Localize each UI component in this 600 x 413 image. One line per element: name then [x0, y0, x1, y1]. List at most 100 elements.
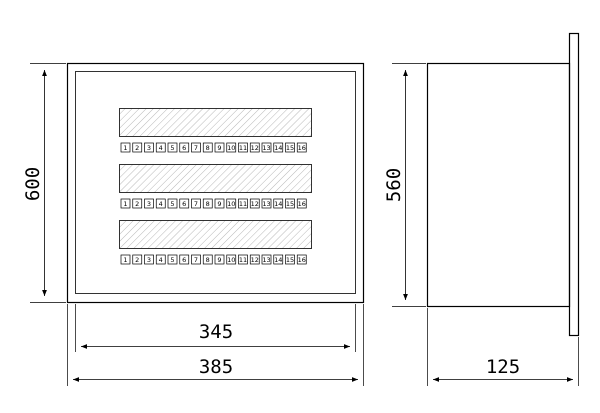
terminal-number: 4: [159, 144, 163, 152]
terminal-number: 4: [159, 256, 163, 264]
terminal-box: [120, 198, 131, 209]
terminal-box: [179, 142, 190, 153]
terminal-box: [261, 254, 272, 265]
terminal-box: [167, 142, 178, 153]
terminal-box: [191, 198, 201, 209]
terminal-number: 12: [251, 144, 259, 152]
terminal-box: [144, 142, 154, 153]
terminal-number: 3: [147, 256, 151, 264]
terminal-number: 7: [194, 144, 198, 152]
terminal-number: 4: [159, 200, 163, 208]
terminal-box: [179, 254, 190, 265]
terminal-number: 1: [123, 200, 127, 208]
terminal-number: 2: [135, 256, 139, 264]
terminal-number: 9: [217, 256, 221, 264]
terminal-number: 13: [262, 200, 270, 208]
dim-outer-width-label: 385: [199, 356, 233, 378]
terminal-number: 5: [170, 256, 174, 264]
terminal-number: 9: [217, 200, 221, 208]
terminal-number: 8: [206, 144, 210, 152]
terminal-box: [202, 198, 213, 209]
terminal-number: 9: [217, 144, 221, 152]
terminal-box: [249, 254, 260, 265]
terminal-number: 13: [262, 256, 270, 264]
terminal-number: 12: [251, 200, 259, 208]
terminal-box: [249, 142, 260, 153]
terminal-box: [226, 198, 237, 209]
side-body: [426, 62, 571, 308]
terminal-number: 14: [274, 144, 282, 152]
dim-side-height-label: 560: [383, 168, 405, 202]
terminal-number: 7: [194, 256, 198, 264]
terminal-number: 2: [135, 144, 139, 152]
terminal-box: [296, 198, 307, 209]
terminal-box: [273, 254, 284, 265]
terminal-number: 7: [194, 200, 198, 208]
terminal-number: 10: [227, 256, 235, 264]
terminal-number: 12: [251, 256, 259, 264]
terminal-number: 10: [227, 144, 235, 152]
dim-inner-width: 345: [75, 304, 356, 352]
terminal-number: 5: [170, 200, 174, 208]
terminal-number: 6: [182, 256, 186, 264]
terminal-box: [296, 142, 307, 153]
terminal-box: [144, 254, 154, 265]
terminal-box: [261, 198, 272, 209]
terminal-number: 1: [123, 256, 127, 264]
terminal-number: 8: [206, 200, 210, 208]
side-flange: [568, 32, 580, 337]
terminal-number: 3: [147, 144, 151, 152]
terminal-box: [285, 198, 295, 209]
terminal-number: 11: [239, 144, 247, 152]
terminal-box: [226, 142, 237, 153]
terminal-number: 16: [298, 200, 306, 208]
label-plate-1: [119, 108, 312, 137]
terminal-box: [191, 254, 201, 265]
terminal-box: [191, 142, 201, 153]
terminal-box: [273, 198, 284, 209]
terminal-box: [285, 142, 295, 153]
terminal-box: [120, 142, 131, 153]
label-plate-2: [119, 164, 312, 193]
terminal-box: [144, 198, 154, 209]
terminal-box: [226, 254, 237, 265]
dim-front-height-label: 600: [22, 167, 44, 201]
terminal-number: 15: [286, 256, 294, 264]
terminal-box: [273, 142, 284, 153]
terminal-box: [167, 254, 178, 265]
terminal-box: [296, 254, 307, 265]
label-plate-3: [119, 220, 312, 249]
terminal-box: [202, 142, 213, 153]
terminal-box: [155, 254, 166, 265]
terminal-box: [261, 142, 272, 153]
terminal-number: 8: [206, 256, 210, 264]
terminal-number: 10: [227, 200, 235, 208]
terminal-box: [120, 254, 131, 265]
terminal-box: [202, 254, 213, 265]
terminal-box: [132, 254, 143, 265]
side-view: [426, 32, 580, 337]
terminal-number: 1: [123, 144, 127, 152]
terminal-number: 14: [274, 200, 282, 208]
terminal-number: 15: [286, 144, 294, 152]
terminal-number: 5: [170, 144, 174, 152]
terminal-number: 13: [262, 144, 270, 152]
terminal-number: 2: [135, 200, 139, 208]
terminal-number: 11: [239, 256, 247, 264]
front-outer-frame: [66, 62, 365, 304]
front-inner-panel: [75, 71, 356, 294]
dim-depth-label: 125: [486, 356, 520, 378]
terminal-number: 15: [286, 200, 294, 208]
terminal-box: [249, 198, 260, 209]
dim-inner-width-label: 345: [199, 321, 233, 343]
terminal-box: [155, 142, 166, 153]
terminal-box: [285, 254, 295, 265]
terminal-number: 6: [182, 200, 186, 208]
terminal-box: [214, 142, 225, 153]
